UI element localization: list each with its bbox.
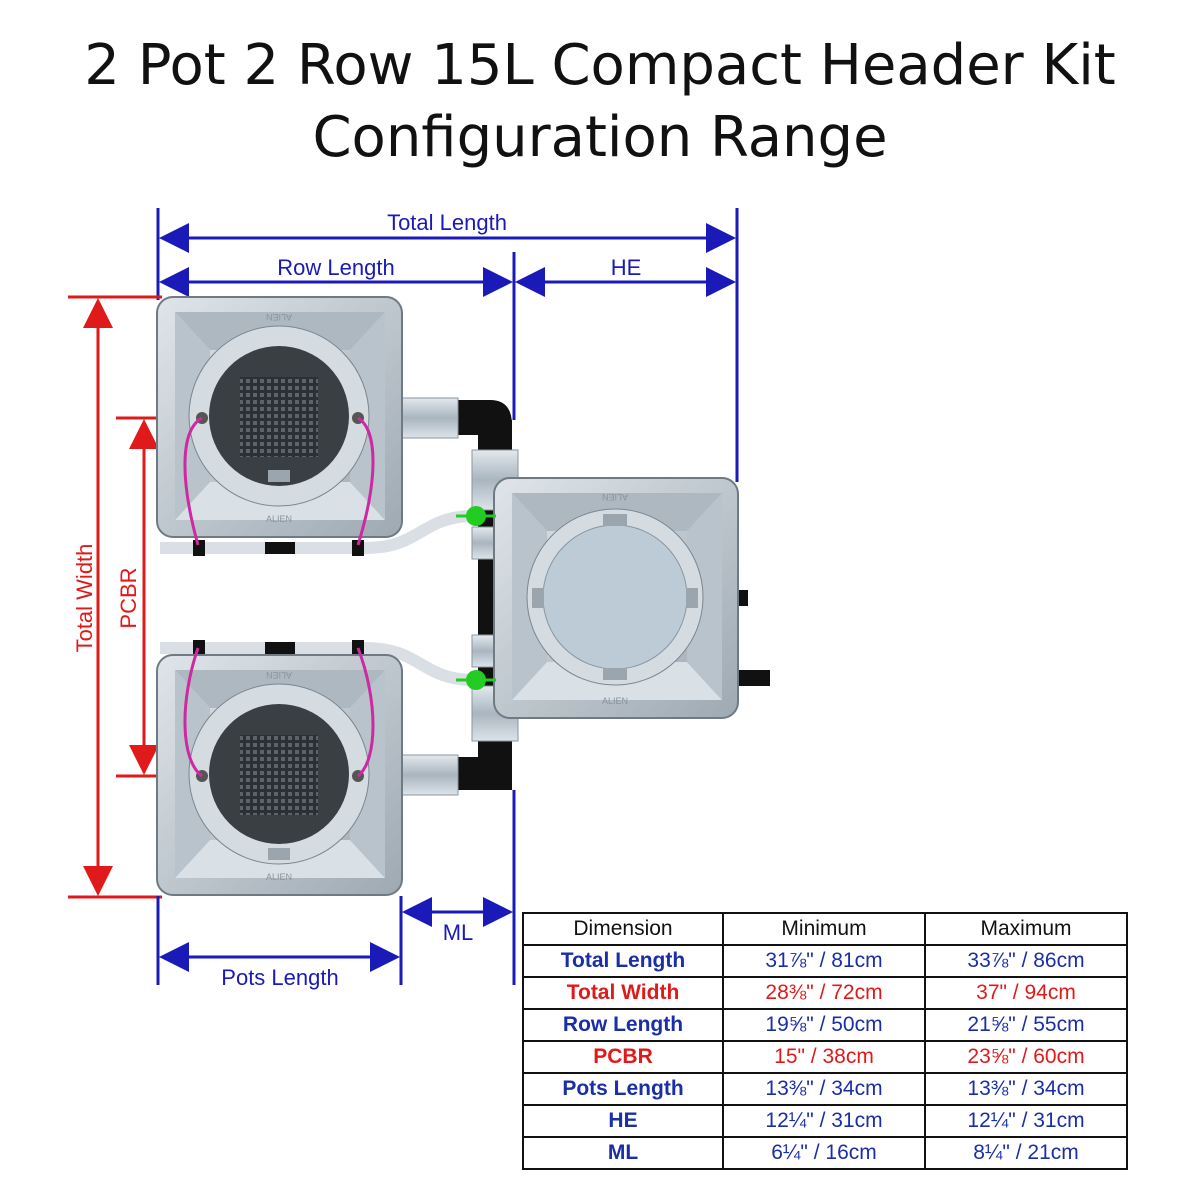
row-min: 12¼" / 31cm bbox=[722, 1104, 926, 1138]
row-min: 31⅞" / 81cm bbox=[722, 944, 926, 978]
row-length-label: Row Length bbox=[277, 255, 394, 280]
top-pot-connector bbox=[399, 397, 459, 439]
table-row: PCBR 15" / 38cm 23⅝" / 60cm bbox=[522, 1040, 1128, 1074]
page-title: 2 Pot 2 Row 15L Compact Header Kit Confi… bbox=[0, 30, 1200, 174]
dimension-table: Dimension Minimum Maximum Total Length 3… bbox=[522, 912, 1128, 1170]
pots-length-dimension: Pots Length bbox=[156, 896, 400, 990]
row-name: Total Length bbox=[522, 944, 724, 978]
row-length-dimension: Row Length bbox=[159, 252, 516, 420]
table-row: Total Length 31⅞" / 81cm 33⅞" / 86cm bbox=[522, 944, 1128, 978]
table-row: Row Length 19⅝" / 50cm 21⅝" / 55cm bbox=[522, 1008, 1128, 1042]
row-min: 13⅜" / 34cm bbox=[722, 1072, 926, 1106]
he-label: HE bbox=[611, 255, 642, 280]
row-name: HE bbox=[522, 1104, 724, 1138]
valve-bottom bbox=[456, 670, 496, 690]
brand-mark: ALIEN bbox=[266, 514, 292, 524]
table-header-row: Dimension Minimum Maximum bbox=[522, 912, 1128, 946]
title-line-1: 2 Pot 2 Row 15L Compact Header Kit bbox=[84, 33, 1116, 98]
valve-top bbox=[456, 506, 496, 526]
total-width-label: Total Width bbox=[72, 544, 97, 653]
brand-mark: ALIEN bbox=[266, 670, 292, 680]
row-name: ML bbox=[522, 1136, 724, 1170]
table-row: ML 6¼" / 16cm 8¼" / 21cm bbox=[522, 1136, 1128, 1170]
row-name: Total Width bbox=[522, 976, 724, 1010]
ml-label: ML bbox=[443, 920, 474, 945]
row-max: 8¼" / 21cm bbox=[924, 1136, 1128, 1170]
table-row: HE 12¼" / 31cm 12¼" / 31cm bbox=[522, 1104, 1128, 1138]
ml-dimension: ML bbox=[399, 790, 516, 985]
row-name: Pots Length bbox=[522, 1072, 724, 1106]
bottom-pot-connector bbox=[399, 754, 459, 796]
row-name: PCBR bbox=[522, 1040, 724, 1074]
header-dimension: Dimension bbox=[522, 912, 724, 946]
brand-mark: ALIEN bbox=[602, 696, 628, 706]
row-max: 33⅞" / 86cm bbox=[924, 944, 1128, 978]
brand-mark: ALIEN bbox=[266, 312, 292, 322]
header-tank: ALIEN ALIEN bbox=[493, 477, 770, 719]
total-length-label: Total Length bbox=[387, 210, 507, 235]
row-max: 21⅝" / 55cm bbox=[924, 1008, 1128, 1042]
row-min: 6¼" / 16cm bbox=[722, 1136, 926, 1170]
row-min: 19⅝" / 50cm bbox=[722, 1008, 926, 1042]
he-dimension: HE bbox=[515, 255, 736, 297]
row-min: 28⅜" / 72cm bbox=[722, 976, 926, 1010]
pot-bottom: ALIEN ALIEN bbox=[156, 647, 403, 896]
table-row: Total Width 28⅜" / 72cm 37" / 94cm bbox=[522, 976, 1128, 1010]
total-width-dimension: Total Width bbox=[68, 295, 162, 899]
row-max: 13⅜" / 34cm bbox=[924, 1072, 1128, 1106]
title-line-2: Configuration Range bbox=[312, 105, 888, 170]
brand-mark: ALIEN bbox=[266, 872, 292, 882]
row-min: 15" / 38cm bbox=[722, 1040, 926, 1074]
row-max: 12¼" / 31cm bbox=[924, 1104, 1128, 1138]
pcbr-label: PCBR bbox=[116, 567, 141, 628]
row-max: 37" / 94cm bbox=[924, 976, 1128, 1010]
table-row: Pots Length 13⅜" / 34cm 13⅜" / 34cm bbox=[522, 1072, 1128, 1106]
header-maximum: Maximum bbox=[924, 912, 1128, 946]
row-max: 23⅝" / 60cm bbox=[924, 1040, 1128, 1074]
pot-top: ALIEN ALIEN bbox=[156, 296, 403, 546]
row-name: Row Length bbox=[522, 1008, 724, 1042]
header-minimum: Minimum bbox=[722, 912, 926, 946]
brand-mark: ALIEN bbox=[602, 492, 628, 502]
total-length-dimension: Total Length bbox=[156, 208, 739, 482]
pots-length-label: Pots Length bbox=[221, 965, 338, 990]
